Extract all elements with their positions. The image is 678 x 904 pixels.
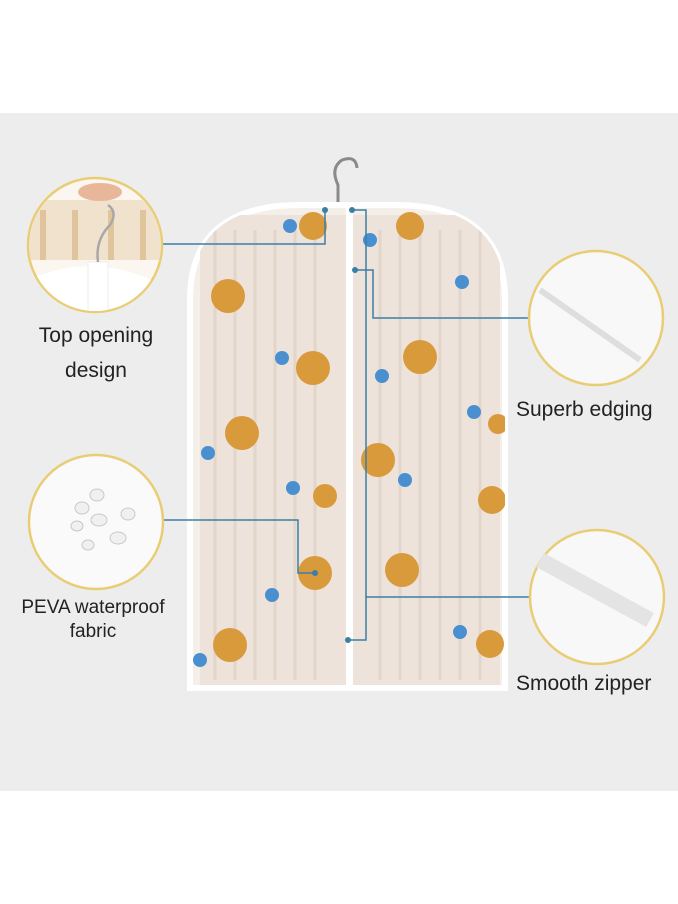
garment-bag [187, 202, 508, 691]
detail-circle-zipper [528, 528, 666, 666]
feature-label-zipper: Smooth zipper [516, 672, 652, 695]
detail-circle-top-opening [26, 176, 164, 314]
lion-pattern [211, 212, 505, 662]
callout-lines [162, 209, 530, 641]
callout-dots [312, 207, 358, 643]
zipper [346, 205, 353, 688]
feature-label-edging: Superb edging [516, 398, 653, 421]
label-line: Top opening [38, 324, 154, 347]
label-line: design [65, 359, 127, 382]
hanger-hook [333, 157, 359, 205]
detail-circle-edging [527, 249, 665, 387]
label-line: PEVA waterproof [21, 597, 165, 618]
feature-label-waterproof: PEVA waterproof fabric [0, 596, 186, 644]
leaf-pattern [193, 219, 481, 667]
feature-label-top-opening: Top opening design [10, 318, 182, 388]
detail-circle-waterproof [27, 453, 165, 591]
label-line: fabric [69, 621, 117, 642]
